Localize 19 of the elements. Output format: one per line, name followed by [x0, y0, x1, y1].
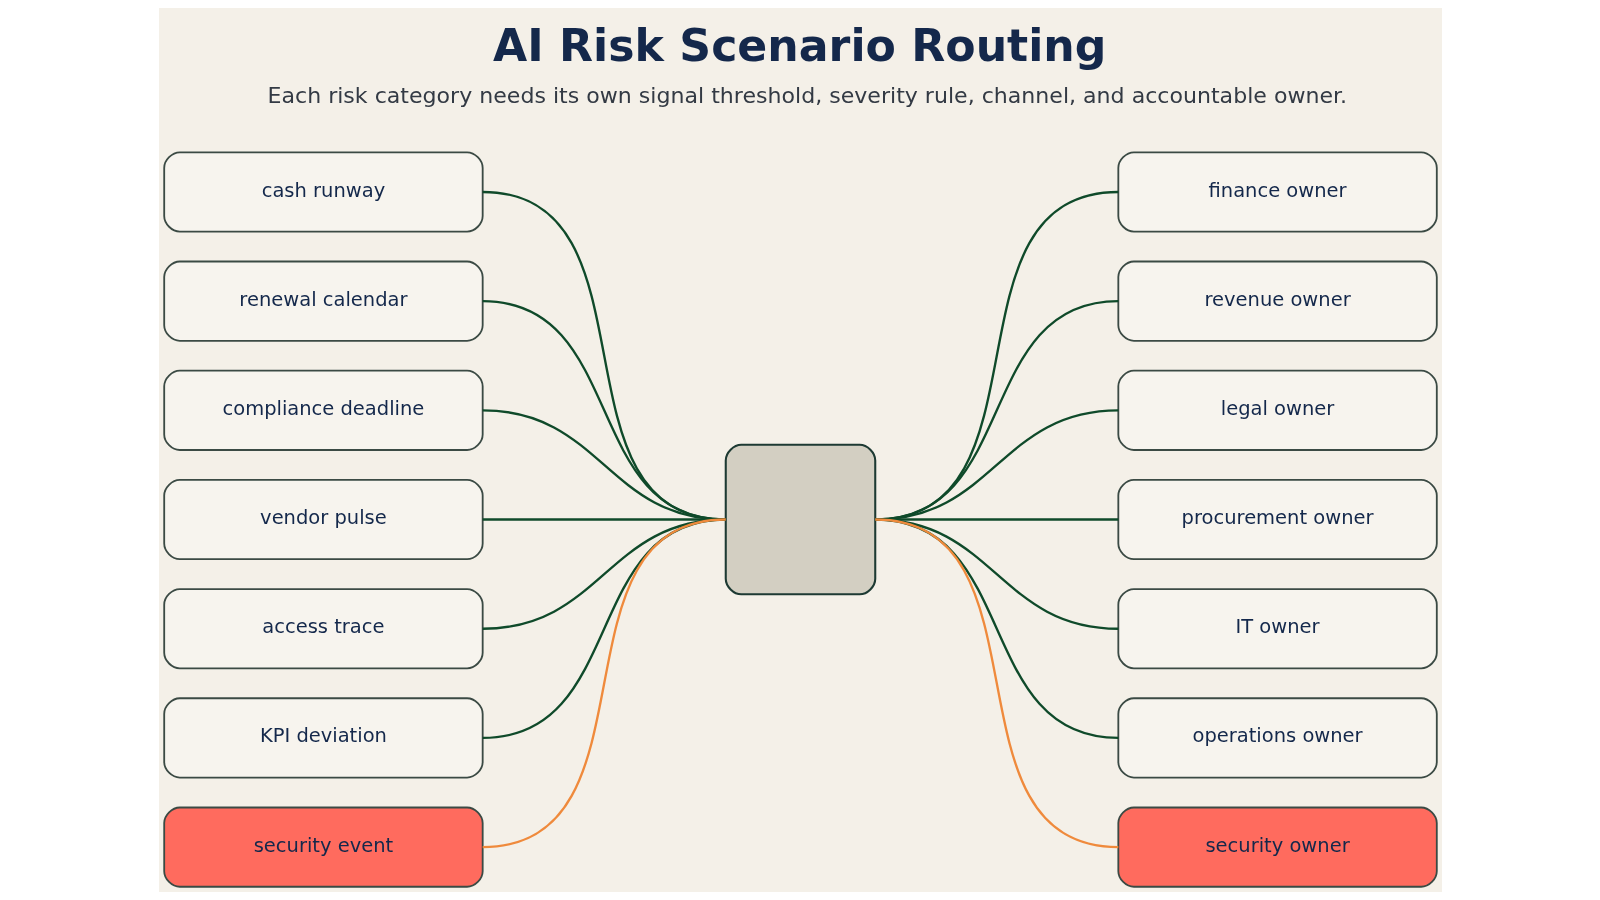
node-box: security owner: [1116, 806, 1438, 888]
node-box: vendor pulse: [162, 479, 484, 561]
node-box: access trace: [162, 588, 484, 670]
node-box: revenue owner: [1116, 260, 1438, 342]
node-box: cash runway: [162, 151, 484, 233]
node-box: procurement owner: [1116, 479, 1438, 561]
node-box: [724, 443, 876, 596]
node-box: renewal calendar: [162, 260, 484, 342]
connector: [874, 518, 1118, 849]
node-box: compliance deadline: [162, 369, 484, 451]
node-box: KPI deviation: [162, 697, 484, 779]
diagram-title: AI Risk Scenario Routing: [492, 19, 1106, 71]
node-box: security event: [162, 806, 484, 888]
caption: Each risk category needs its own signal threshold, severity rule, channel, and accountable owner.: [267, 82, 1347, 109]
node-box: legal owner: [1116, 369, 1438, 451]
node-box: operations owner: [1116, 697, 1438, 779]
connector: [482, 518, 726, 849]
node-box: IT owner: [1116, 588, 1438, 670]
node-box: finance owner: [1116, 151, 1438, 233]
